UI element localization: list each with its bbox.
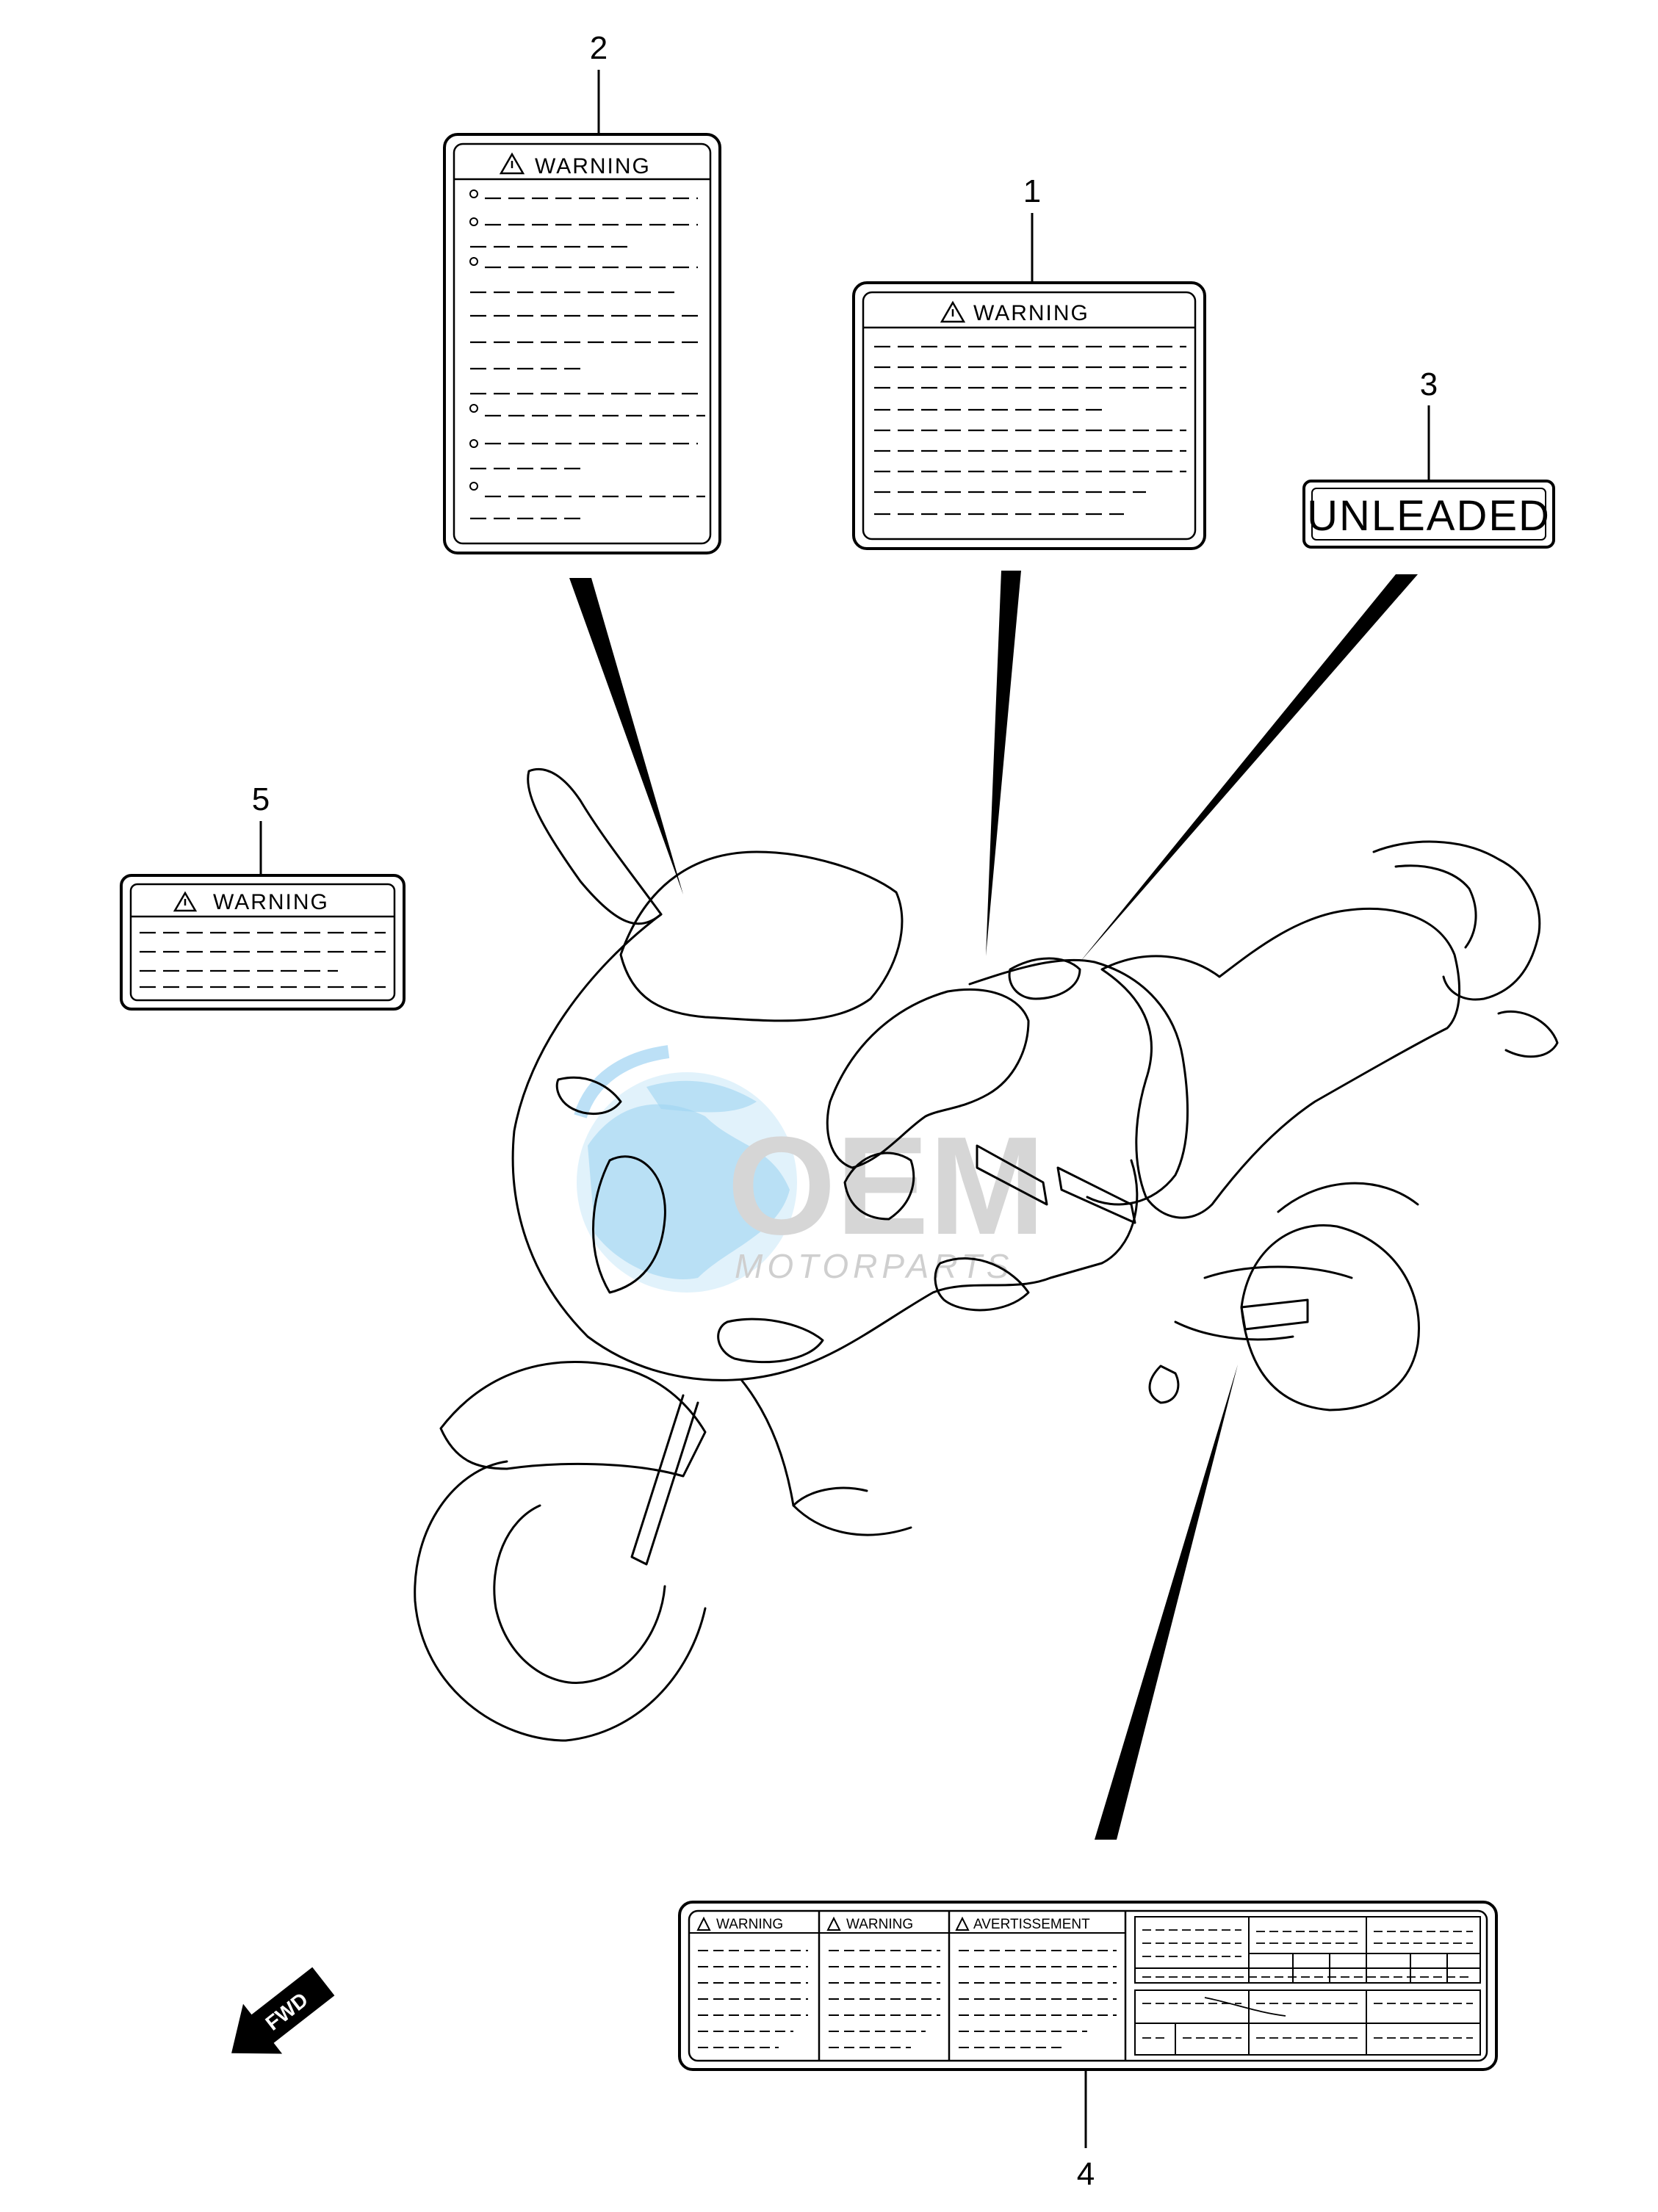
warning-triangle-icon [940, 300, 966, 323]
label-1: 1 WARNING [852, 173, 1206, 550]
warning-triangle-icon [499, 152, 525, 175]
watermark-tagline: MOTORPARTS [735, 1247, 1013, 1285]
warning-triangle-icon [955, 1916, 970, 1931]
label-4-emission-table [1134, 1916, 1481, 2056]
label-4: WARNING WARNING AVERTISSEMENT [678, 1901, 1498, 2192]
callout-number-2: 2 [590, 30, 608, 66]
label-5: 5 WARNING [120, 781, 406, 1011]
label-3: 3 UNLEADED [1302, 366, 1555, 549]
fwd-arrow-icon: FWD [231, 1967, 335, 2054]
label-1-text-lines [874, 345, 1186, 516]
label-2: 2 WARNING [443, 30, 721, 554]
label-4-heading-1: WARNING [716, 1917, 783, 1932]
watermark-logo: OEM [727, 1108, 1045, 1264]
watermark: OEM MOTORPARTS [574, 1045, 1045, 1293]
globe-logo-icon [574, 1045, 797, 1293]
pointer-wedges [569, 571, 1418, 1840]
label-1-heading: WARNING [973, 301, 1089, 325]
motorcycle-drawing [414, 767, 1559, 1742]
callout-number-3: 3 [1420, 366, 1438, 402]
label-3-text: UNLEADED [1307, 492, 1551, 540]
label-2-text-lines [469, 189, 705, 520]
callout-number-5: 5 [252, 781, 270, 817]
warning-triangle-icon [826, 1916, 841, 1931]
label-4-heading-3: AVERTISSEMENT [973, 1917, 1090, 1932]
callout-number-1: 1 [1023, 173, 1041, 209]
label-2-heading: WARNING [535, 154, 651, 178]
warning-triangle-icon [696, 1916, 711, 1931]
label-4-text-lines [698, 1950, 1117, 2048]
warning-triangle-icon [173, 891, 198, 912]
callout-number-4: 4 [1077, 2156, 1095, 2192]
label-5-heading: WARNING [213, 890, 329, 914]
label-4-heading-2: WARNING [846, 1917, 913, 1932]
label-5-text-lines [140, 931, 386, 988]
